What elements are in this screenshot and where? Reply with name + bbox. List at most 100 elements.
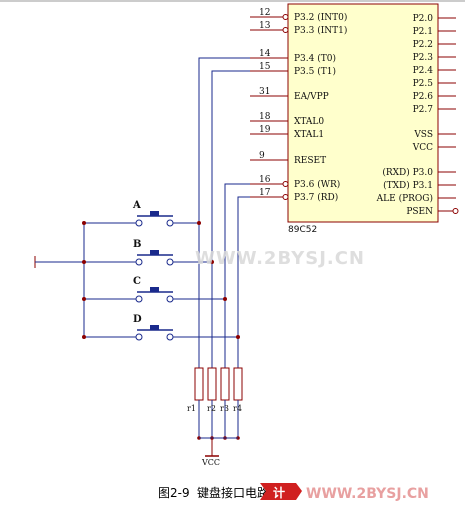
pin-name: P3.6 (WR) [294,179,340,190]
chip-name: 89C52 [288,225,317,235]
caption-ribbon-text: 计 [273,485,285,500]
pin-number: 31 [259,87,270,97]
resistor-label: r1 [187,404,196,413]
switch-contact [166,333,174,341]
pull-up-resistors: r1 r2 r3 r4 [187,367,243,440]
right-pin-name: (TXD) P3.1 [383,180,433,191]
resistor-body [207,367,217,401]
resistor-body [233,367,243,401]
switch-label: C [133,276,141,287]
resistor-r4: r4 [233,367,243,440]
junction-dot [236,335,240,339]
pin-name: XTAL1 [294,130,324,140]
switch-contact [166,219,174,227]
column-wires [198,57,250,368]
resistor-body [194,367,204,401]
pin-name: P3.4 (T0) [294,53,336,64]
junction-dot [197,221,201,225]
resistor-label: r2 [207,404,216,413]
caption-site: WWW.2BYSJ.CN [306,486,429,502]
right-pin-name: VCC [412,143,433,153]
switch-contact [166,295,174,303]
pin-name: P3.7 (RD) [294,192,338,203]
switch-contact [135,295,143,303]
pin-name: P3.5 (T1) [294,66,336,77]
resistor-label: r4 [233,404,242,413]
resistor-label: r3 [220,404,229,413]
right-pin-name: P2.4 [413,66,434,76]
pin-number: 19 [259,125,271,135]
right-pin-name: P2.0 [413,14,434,24]
resistor-r2: r2 [207,367,217,440]
pin-bubble-12 [282,14,289,20]
wire-p36 [224,183,250,368]
right-pin-name: VSS [413,130,433,140]
junction-dot [82,297,86,301]
switch-plunger [150,211,159,216]
left-bus [34,223,85,337]
switch-label: D [133,314,142,325]
pin-number: 15 [259,62,271,72]
pin-name: RESET [294,156,326,166]
switch-contact [135,258,143,266]
caption-figure-number: 图2-9 [158,486,190,500]
right-pin-name: P2.7 [413,105,434,115]
chip-body [287,3,439,223]
vcc-bus: VCC [199,437,238,467]
watermark: WWW.2BYSJ.CN [195,248,365,269]
pin-name: XTAL0 [294,117,324,127]
switch-contact [166,258,174,266]
pin-number: 9 [259,151,265,161]
switch-plunger [150,325,159,330]
switch-label: A [132,200,141,211]
pin-number: 14 [259,49,271,59]
wire-p34 [198,57,250,368]
switch-d: D [82,314,240,341]
resistor-body [220,367,230,401]
pin-name: P3.3 (INT1) [294,25,347,36]
psen-bubble [452,208,459,214]
caption-title: 键盘接口电路 [197,485,269,500]
switch-plunger [150,250,159,255]
vcc-label: VCC [201,458,220,467]
junction-dot [223,297,227,301]
caption: 图2-9 键盘接口电路 计 WWW.2BYSJ.CN [158,483,429,502]
switch-contact [135,219,143,227]
junction-dot [82,260,86,264]
switch-plunger [150,287,159,292]
pin-bubble-13 [282,27,289,33]
switch-label: B [133,239,141,250]
switch-c: C [82,276,227,303]
right-pin-name: PSEN [406,207,433,217]
caption-ribbon [260,483,302,500]
junction-dot [210,260,214,264]
switch-b: B [82,239,214,266]
switch-a: A [82,200,201,227]
pin-bubble-16 [282,181,289,187]
pin-bubble-17 [282,194,289,200]
right-pin-name: P2.6 [413,92,434,102]
pin-name: P3.2 (INT0) [294,12,347,23]
pin-number: 12 [259,8,270,18]
wire-p37 [237,196,250,368]
switch-contact [135,333,143,341]
junction-dot [82,335,86,339]
right-pin-name: P2.2 [413,40,433,50]
right-pin-name: P2.1 [413,27,433,37]
pin-number: 18 [259,112,271,122]
resistor-r3: r3 [220,367,230,440]
right-pin-name: (RXD) P3.0 [382,167,433,178]
switch-rows: A B C D [82,200,240,341]
pin-number: 17 [259,188,271,198]
pin-number: 13 [259,21,271,31]
right-pin-name: P2.5 [413,79,434,89]
pin-name: EA/VPP [294,92,329,102]
junction-dot [82,221,86,225]
right-pin-name: ALE (PROG) [376,193,433,204]
resistor-r1: r1 [187,367,204,440]
right-pin-name: P2.3 [413,53,434,63]
